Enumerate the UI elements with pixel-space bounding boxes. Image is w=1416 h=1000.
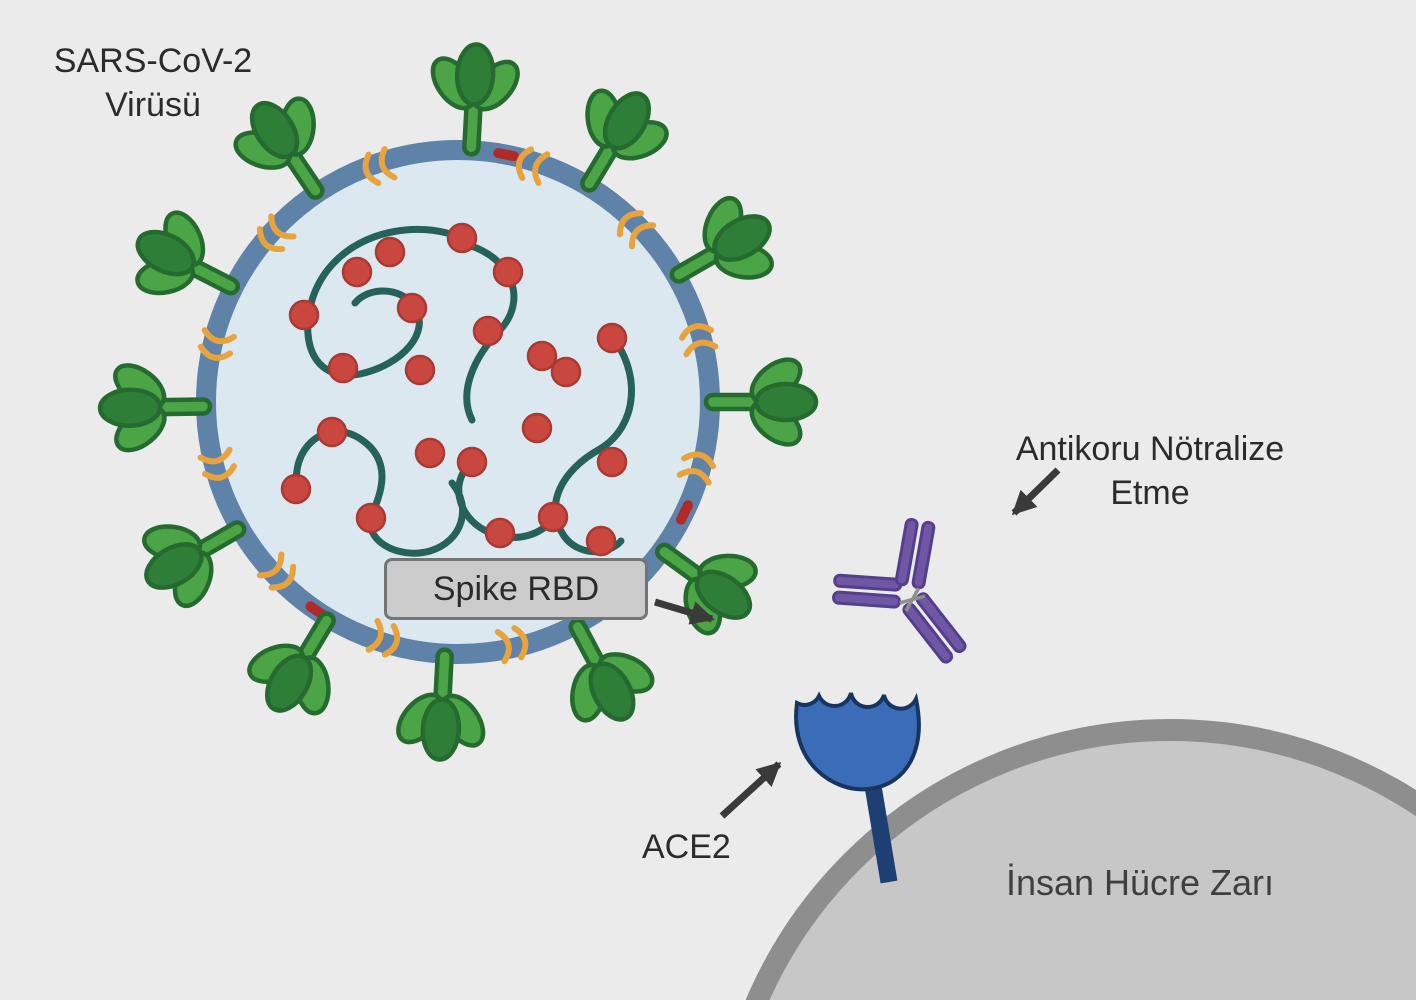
virus-particle — [99, 42, 816, 762]
virus-title-line2: Virüsü — [105, 85, 201, 124]
cell-membrane-label-text: İnsan Hücre Zarı — [1005, 862, 1275, 903]
spike-rbd-label-box: Spike RBD — [384, 558, 648, 620]
cell-membrane-label: İnsan Hücre Zarı — [985, 860, 1295, 906]
ace2-receptor — [794, 691, 921, 884]
rna-nucleoproteins — [280, 222, 628, 557]
ace2-arrow — [719, 761, 782, 819]
antibody-label-line1: Antikoru Nötralize — [1015, 430, 1285, 468]
antibody-label: Antikoru Nötralize Etme — [985, 428, 1315, 515]
ace2-label-text: ACE2 — [642, 828, 731, 866]
ace2-label: ACE2 — [642, 826, 731, 870]
spike-rbd-arrow — [653, 598, 715, 625]
antibody-arm-right — [894, 517, 936, 590]
human-cell-membrane — [745, 719, 1416, 1000]
neutralizing-antibody — [832, 517, 967, 664]
spike-rbd-label: Spike RBD — [432, 569, 600, 608]
ace2-receptor-stem — [863, 778, 898, 884]
ace2-receptor-head — [794, 691, 921, 792]
virus-title-line1: SARS-CoV-2 — [53, 42, 253, 80]
antibody-disulfide-links — [899, 587, 926, 612]
antibody-arrow — [1011, 467, 1061, 516]
antibody-arm-left — [832, 573, 903, 609]
virus-title: SARS-CoV-2 Virüsü — [38, 40, 268, 127]
antibody-label-line2: Etme — [1110, 473, 1190, 512]
antibody-stem — [902, 592, 967, 664]
